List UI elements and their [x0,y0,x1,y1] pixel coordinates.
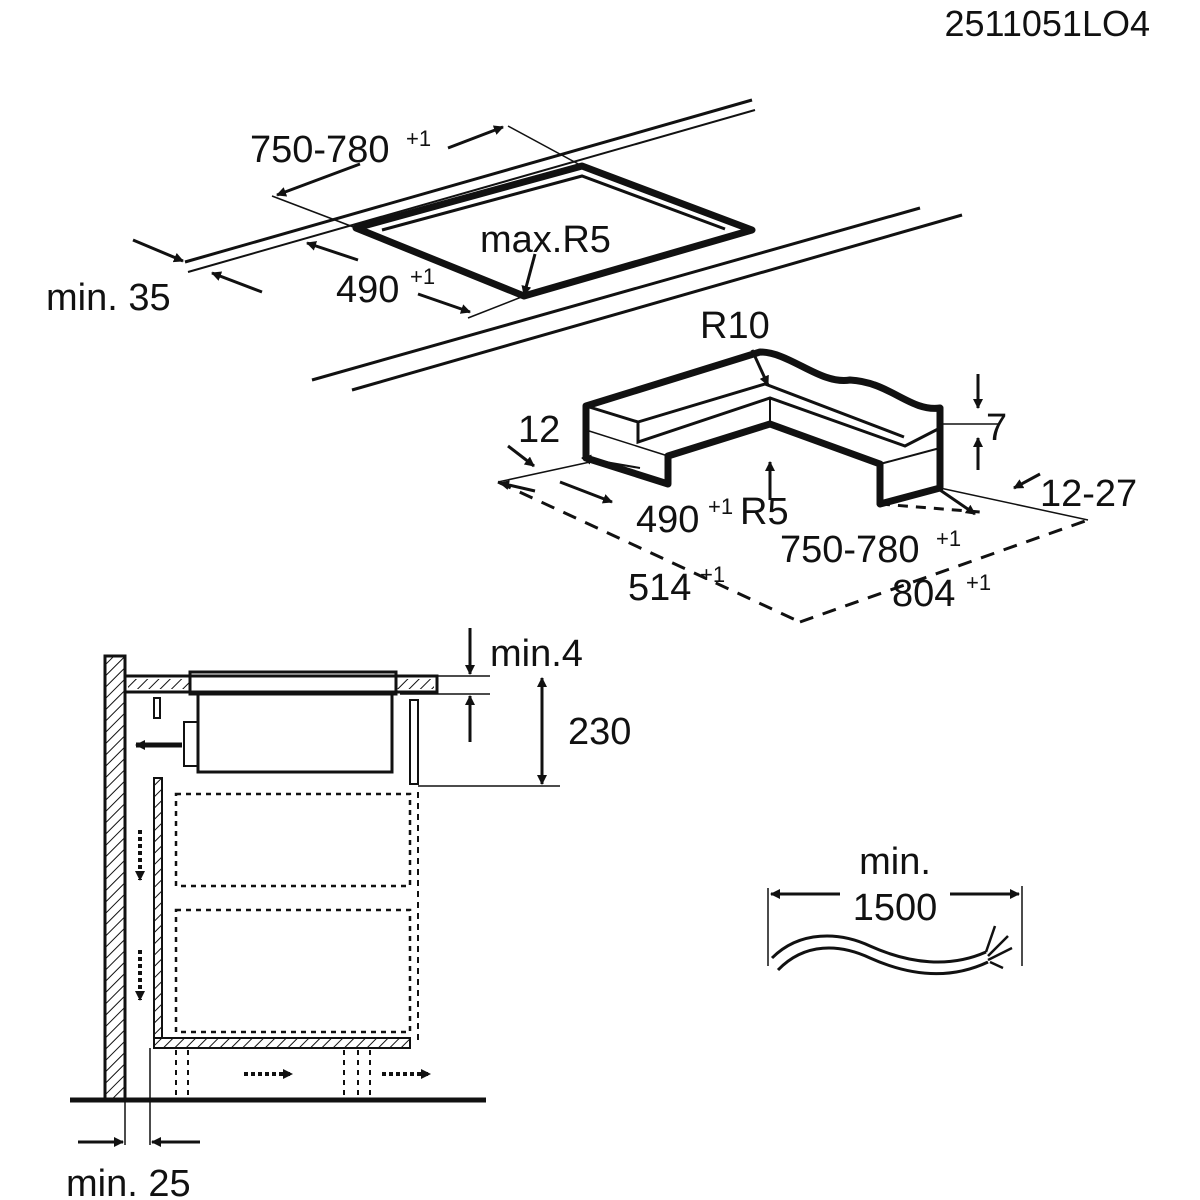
frame-outer-radius-label: R10 [700,305,770,347]
outer-width-line [799,518,1089,624]
section-height-label: 230 [568,711,631,753]
frame-outer-width-label: 804 [892,573,955,615]
plinth-board [153,1037,411,1049]
edge-arrow [132,238,184,263]
cutout-inner-edge [381,174,726,232]
width-arrow [276,162,361,197]
cutout-edge-label: min. 35 [46,277,171,319]
frame-inner-width-label: 750-780 [780,529,919,571]
cutout-width-tolerance: +1 [406,126,431,151]
frame-side-label: 12-27 [1040,473,1137,515]
outer-radius-arrow [750,349,770,386]
cable-line [770,934,987,964]
section-gap-label: min.4 [490,633,583,675]
cutout-depth-label: 490 [336,269,399,311]
worktop-cutout-view [132,98,963,392]
cable-wires [984,925,1013,970]
frame-outer-depth-label: 514 [628,567,691,609]
power-cable-view [767,886,1023,976]
depth-arrow [306,241,359,262]
cabinet-section-view [70,628,560,1147]
side-arrow [1013,472,1041,490]
cable-min-label: min. [859,841,931,883]
frame-inner-radius-label: R5 [740,491,789,533]
frame-inner-depth-label: 490 [636,499,699,541]
hob-body [196,692,394,774]
wall [103,654,127,1102]
worktop-edge-line [184,98,753,264]
edge-arrow [211,271,263,294]
frame-outer-width-tolerance: +1 [966,570,991,595]
frame-inner-depth-tolerance: +1 [708,494,733,519]
cutout-corner-label: max.R5 [480,219,611,261]
width-arrow [447,125,504,150]
worktop-edge-line [351,213,963,392]
worktop [123,674,439,694]
frame-inner-width-tolerance: +1 [936,526,961,551]
frame-step-label: 7 [986,407,1007,449]
inner-width-arrow [939,488,976,516]
frame-edge-label: 12 [518,409,560,451]
frame-ledge [585,396,941,448]
cable-length-label: 1500 [853,887,938,929]
cutout-outline [352,162,756,300]
document-code: 2511051LO4 [944,3,1150,44]
worktop-edge-line [187,109,756,273]
worktop-edge-line [311,206,921,382]
cabinet-back-panel [153,777,163,1039]
drawer-upper [174,792,412,888]
edge-arrow [507,444,535,468]
frame-outer-depth-tolerance: +1 [700,562,725,587]
depth-arrow [417,292,471,314]
frame-outline [582,348,944,508]
frame-detail-view [497,348,1089,624]
inner-depth-arrow [559,480,613,504]
cutout-width-label: 750-780 [250,129,389,171]
section-wall-gap-label: min. 25 [66,1163,191,1200]
drawer-lower [174,908,412,1034]
outer-depth-line [497,480,801,624]
corner-arrow [521,253,537,296]
cutout-depth-tolerance: +1 [410,264,435,289]
